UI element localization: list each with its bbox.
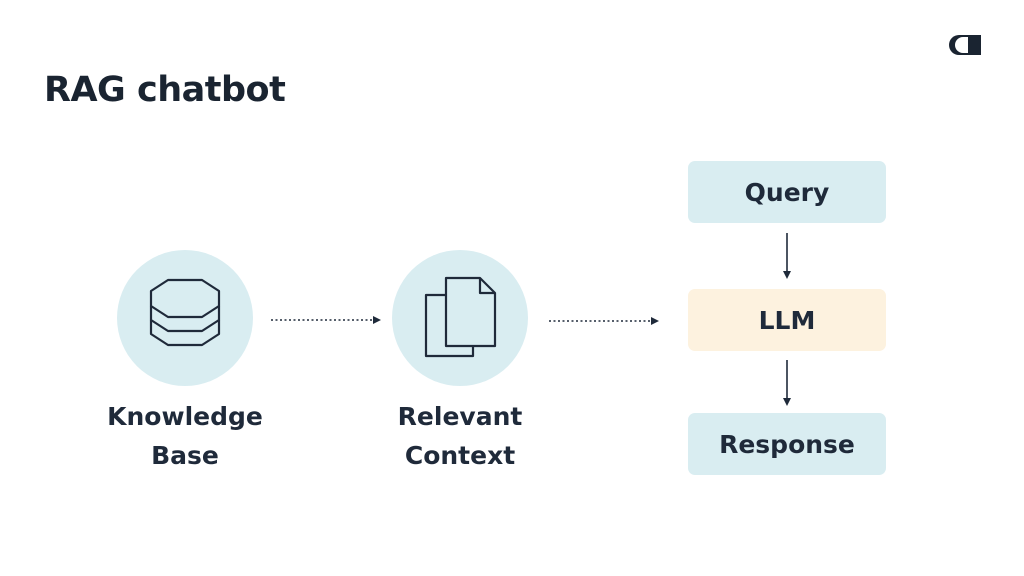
relevant-context-label: Relevant Context: [350, 397, 570, 475]
knowledge-base-label-line2: Base: [151, 441, 219, 470]
llm-box: LLM: [688, 289, 886, 351]
knowledge-base-label: Knowledge Base: [75, 397, 295, 475]
relevant-context-node: [392, 250, 528, 386]
arrowhead: [373, 316, 381, 324]
knowledge-base-node: [117, 250, 253, 386]
arrowhead: [783, 271, 791, 279]
documents-icon: [424, 276, 497, 358]
arrowhead: [783, 398, 791, 406]
arrowhead: [651, 317, 659, 325]
page-title: RAG chatbot: [44, 70, 286, 110]
relevant-context-label-line2: Context: [404, 441, 516, 470]
database-icon: [149, 278, 221, 347]
brand-logo-icon: [949, 35, 981, 55]
response-box: Response: [688, 413, 886, 475]
query-box: Query: [688, 161, 886, 223]
knowledge-base-label-line1: Knowledge: [107, 402, 263, 431]
relevant-context-label-line1: Relevant: [397, 402, 523, 431]
